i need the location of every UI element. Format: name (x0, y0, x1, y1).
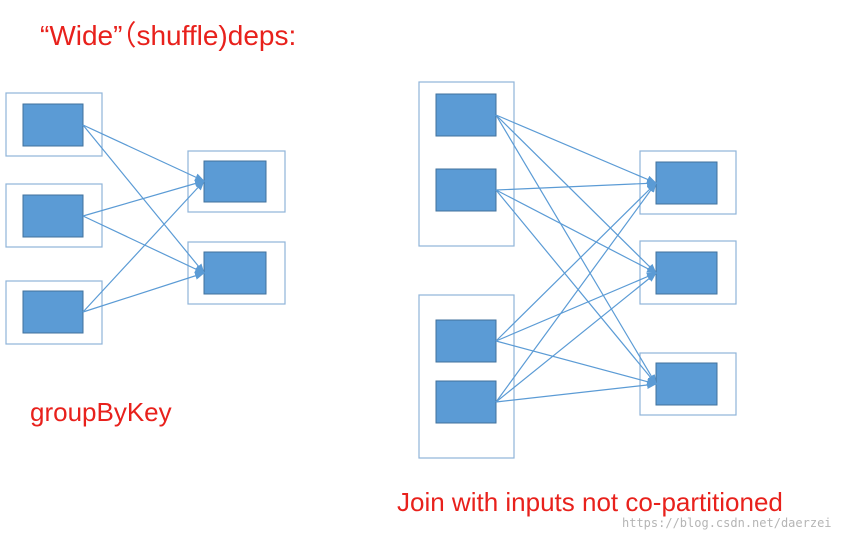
watermark: https://blog.csdn.net/daerzei (622, 516, 832, 530)
shuffle-edge (495, 114, 657, 184)
child-partition (655, 161, 718, 205)
child-partition (203, 251, 267, 295)
shuffle-edge (495, 272, 657, 342)
parent-partition (435, 319, 497, 363)
join-label: Join with inputs not co-partitioned (397, 487, 783, 517)
parent-rdd-box (418, 294, 515, 459)
groupbykey-label: groupByKey (30, 397, 172, 427)
parent-partition (435, 380, 497, 424)
child-partition (203, 160, 267, 203)
parent-partition (22, 194, 84, 238)
shuffle-edge (82, 179, 205, 217)
child-partition (655, 362, 718, 406)
shuffle-edge (82, 271, 205, 313)
join-parent-rdd-a (418, 81, 515, 247)
groupbykey-shuffle-edges (82, 124, 205, 313)
shuffle-edge (495, 182, 657, 342)
parent-partition (22, 103, 84, 147)
diagram-title: “Wide”（shuffle)deps: (40, 20, 296, 51)
join-shuffle-edges (495, 114, 657, 403)
parent-partition (22, 290, 84, 334)
shuffle-edge (495, 114, 657, 385)
shuffle-edge (495, 340, 657, 386)
shuffle-edge (495, 272, 657, 403)
join-parent-rdd-b (418, 294, 515, 459)
shuffle-edge (495, 182, 657, 403)
shuffle-edge (495, 189, 657, 274)
shuffle-edge (495, 189, 657, 385)
shuffle-edge (495, 381, 657, 403)
shuffle-edge (82, 124, 205, 182)
shuffle-edge (495, 179, 657, 191)
groupbykey-child-partitions (187, 150, 286, 305)
parent-partition (435, 168, 497, 212)
shuffle-edge (82, 215, 205, 274)
shuffle-edge (495, 114, 657, 274)
shuffle-edge (82, 180, 205, 313)
child-partition (655, 251, 718, 295)
parent-partition (435, 93, 497, 137)
join-child-partitions (639, 150, 737, 416)
